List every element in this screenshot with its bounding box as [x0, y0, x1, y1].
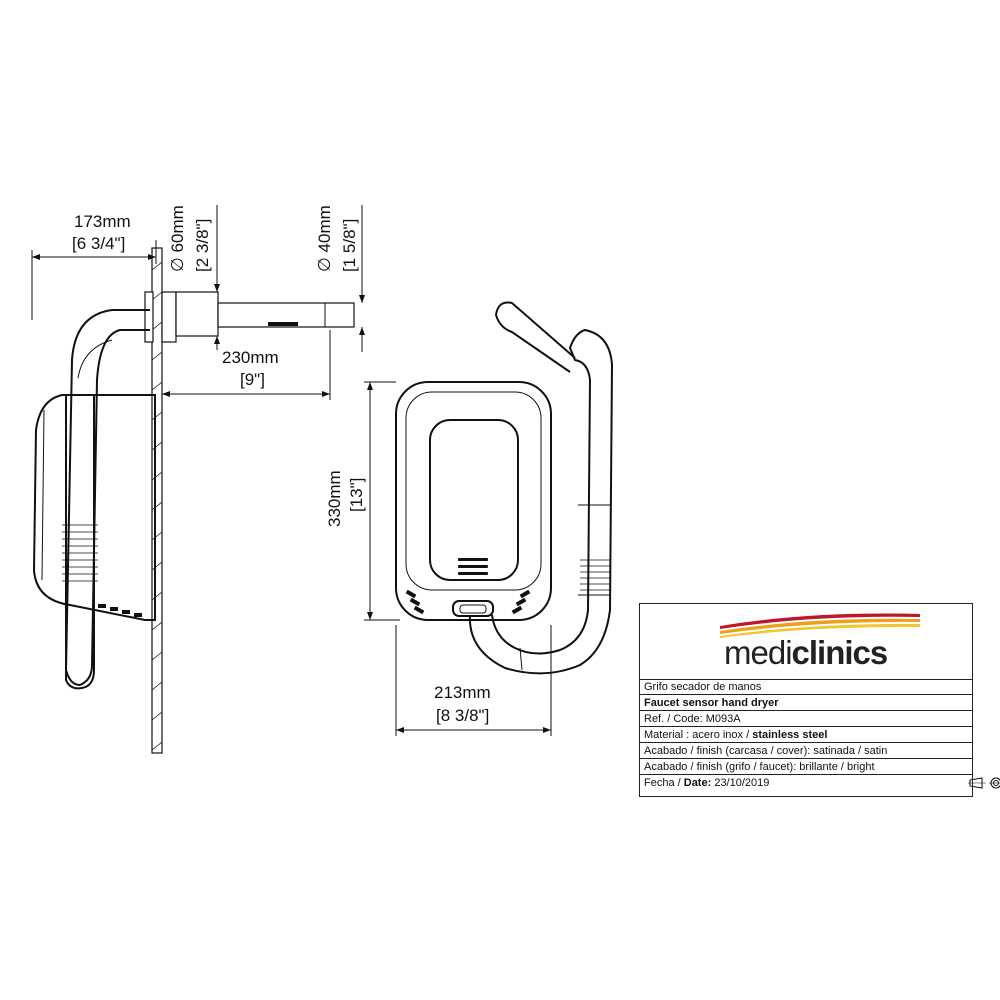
logo-clinics: clinics: [791, 634, 889, 671]
width-in-label: [8 3/8"]: [436, 706, 489, 725]
row-finish-cover: Acabado / finish (carcasa / cover): sati…: [640, 743, 972, 759]
front-pipe: [468, 328, 614, 675]
depth-in-label: [6 3/4"]: [72, 234, 125, 253]
side-dimensions: 173mm [6 3/4"] ∅ 60mm [2 3/8"] ∅ 40mm [1…: [31, 205, 365, 400]
depth-mm-label: 173mm: [74, 212, 131, 231]
ref-label: Ref. / Code:: [644, 713, 706, 725]
air-outlet: [452, 600, 494, 617]
diam60-mm-label: ∅ 60mm: [168, 205, 187, 272]
row-date: Fecha / Date: 23/10/2019: [640, 775, 1000, 791]
title-block: mediclinics Grifo secador de manos Fauce…: [639, 603, 1000, 797]
finish-faucet: Acabado / finish (grifo / faucet): brill…: [644, 761, 875, 773]
front-grille-left: [405, 589, 425, 615]
side-dryer-body: [32, 394, 156, 621]
front-dimensions: 330mm [13"] 213mm [8 3/8"]: [325, 381, 552, 736]
front-grille-right: [511, 589, 531, 615]
name-es: Grifo secador de manos: [644, 681, 762, 693]
side-view: [32, 247, 355, 754]
material-value: stainless steel: [752, 729, 828, 741]
date-value: 23/10/2019: [711, 777, 770, 789]
wall-section: [151, 247, 163, 754]
date-label-bold: Date:: [683, 777, 712, 789]
spout-mm-label: 230mm: [222, 348, 279, 367]
date-label: Fecha /: [644, 777, 684, 789]
row-ref: Ref. / Code: M093A: [640, 711, 972, 727]
height-mm-label: 330mm: [325, 470, 344, 527]
front-view: [395, 301, 614, 675]
height-in-label: [13"]: [347, 478, 366, 512]
side-pipe: [64, 309, 150, 687]
width-mm-label: 213mm: [434, 683, 491, 702]
row-name-en: Faucet sensor hand dryer: [640, 695, 972, 711]
finish-cover: Acabado / finish (carcasa / cover): sati…: [644, 745, 888, 757]
row-material: Material : acero inox / stainless steel: [640, 727, 972, 743]
logo: mediclinics: [640, 604, 972, 680]
row-name-es: Grifo secador de manos: [640, 679, 972, 695]
diam40-mm-label: ∅ 40mm: [315, 205, 334, 272]
front-dryer-body: [395, 381, 552, 621]
diam40-in-label: [1 5/8"]: [340, 219, 359, 272]
ref-value: M093A: [705, 713, 741, 725]
logo-stripes: [720, 613, 920, 638]
logo-medi: medi: [724, 634, 793, 671]
row-finish-faucet: Acabado / finish (grifo / faucet): brill…: [640, 759, 972, 775]
diam60-in-label: [2 3/8"]: [193, 219, 212, 272]
spout-base: [175, 291, 219, 337]
material-label: Material : acero inox /: [644, 729, 753, 741]
name-en: Faucet sensor hand dryer: [644, 697, 779, 709]
front-panel: [429, 419, 519, 581]
spout-in-label: [9"]: [240, 370, 265, 389]
logo-wordmark: mediclinics: [724, 634, 889, 672]
